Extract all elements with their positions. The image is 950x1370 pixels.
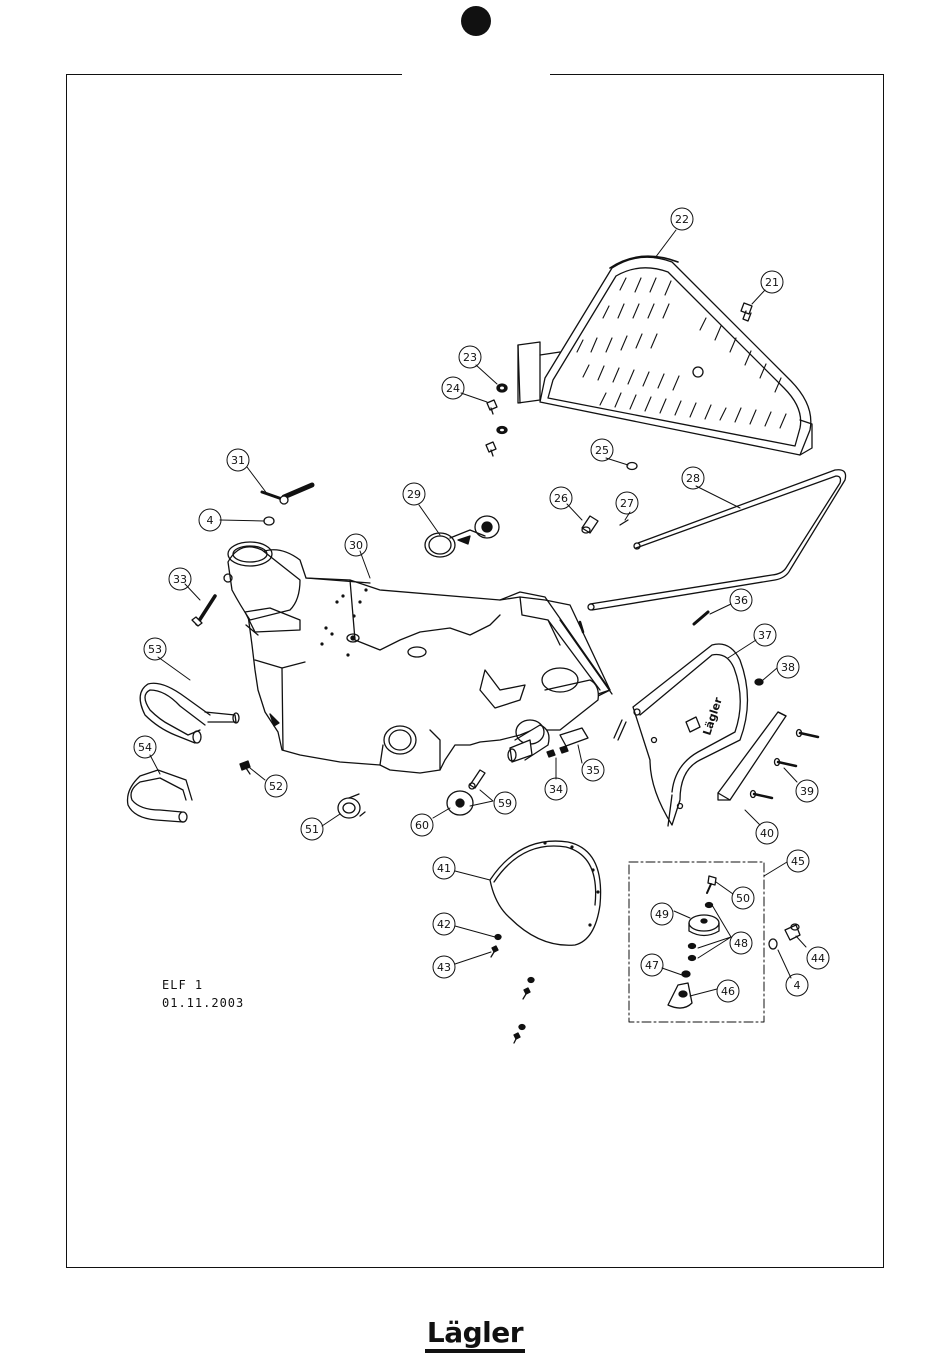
callout-39: 39 — [800, 785, 814, 798]
callout-47: 47 — [645, 959, 659, 972]
callout-28: 28 — [686, 472, 700, 485]
callout-54: 54 — [138, 741, 152, 754]
callout-21: 21 — [765, 276, 779, 289]
callout-35: 35 — [586, 764, 600, 777]
part-59-spacer — [469, 770, 485, 789]
part-4-washer-right — [769, 939, 777, 949]
part-48-nuts — [689, 903, 713, 961]
callout-49: 49 — [655, 908, 669, 921]
part-52-screw — [240, 761, 250, 774]
callout-38: 38 — [781, 661, 795, 674]
part-51-bushing — [338, 794, 365, 818]
callout-48: 48 — [734, 937, 748, 950]
callout-45: 45 — [791, 855, 805, 868]
callout-29: 29 — [407, 488, 421, 501]
callout-44: 44 — [811, 952, 825, 965]
callout-59: 59 — [498, 797, 512, 810]
part-21-bolt — [741, 303, 752, 321]
callout-51: 51 — [305, 823, 319, 836]
callout-24: 24 — [446, 382, 460, 395]
part-28-bracket-rod — [588, 470, 846, 610]
part-31-wing-screw — [262, 485, 312, 504]
part-60-pulley — [447, 791, 473, 815]
part-49-disc — [689, 915, 719, 936]
part-35-plate — [560, 728, 588, 746]
part-26-spacer — [582, 516, 598, 533]
callout-26: 26 — [554, 492, 568, 505]
model-label: ELF 1 — [162, 976, 244, 994]
part-33-bolt — [192, 596, 215, 626]
part-34-screws — [547, 746, 568, 757]
callout-25: 25 — [595, 444, 609, 457]
part-50-screw — [707, 876, 716, 893]
part-42-43-fasteners — [491, 935, 534, 1044]
callout-27: 27 — [620, 497, 634, 510]
brand-logo-text: Lägler — [425, 1316, 525, 1353]
part-41-round-cover — [490, 841, 601, 945]
drawing-date: 01.11.2003 — [162, 994, 244, 1012]
drawing-info: ELF 1 01.11.2003 — [162, 976, 244, 1012]
callout-42: 42 — [437, 918, 451, 931]
callout-53: 53 — [148, 643, 162, 656]
part-23-24-fasteners — [486, 384, 507, 456]
callout-50: 50 — [736, 892, 750, 905]
part-36-pin — [694, 612, 708, 624]
callout-4-left: 4 — [207, 514, 214, 527]
part-27-pin — [620, 520, 628, 525]
part-38-nut — [755, 679, 763, 685]
callout-41: 41 — [437, 862, 451, 875]
callout-34: 34 — [549, 783, 563, 796]
part-29-hose-clamp — [425, 516, 499, 557]
callout-30: 30 — [349, 539, 363, 552]
callout-52: 52 — [269, 780, 283, 793]
part-rod-pin — [614, 720, 626, 740]
callout-40: 40 — [760, 827, 774, 840]
callout-37: 37 — [758, 629, 772, 642]
callout-60: 60 — [415, 819, 429, 832]
callout-46: 46 — [721, 985, 735, 998]
callout-23: 23 — [463, 351, 477, 364]
callout-31: 31 — [231, 454, 245, 467]
part-53-hose — [140, 683, 239, 743]
callout-43: 43 — [437, 961, 451, 974]
callout-33: 33 — [173, 573, 187, 586]
part-25-washer — [627, 463, 637, 470]
part-30-main-housing — [224, 542, 612, 773]
callout-36: 36 — [734, 594, 748, 607]
callout-4-right: 4 — [794, 979, 801, 992]
part-46-clamp — [668, 983, 692, 1008]
callout-22: 22 — [675, 213, 689, 226]
part-54-hose — [128, 770, 193, 822]
part-4-washer-left — [264, 517, 274, 525]
brand-logo: Lägler — [0, 1316, 950, 1349]
part-47-nut — [682, 971, 690, 977]
